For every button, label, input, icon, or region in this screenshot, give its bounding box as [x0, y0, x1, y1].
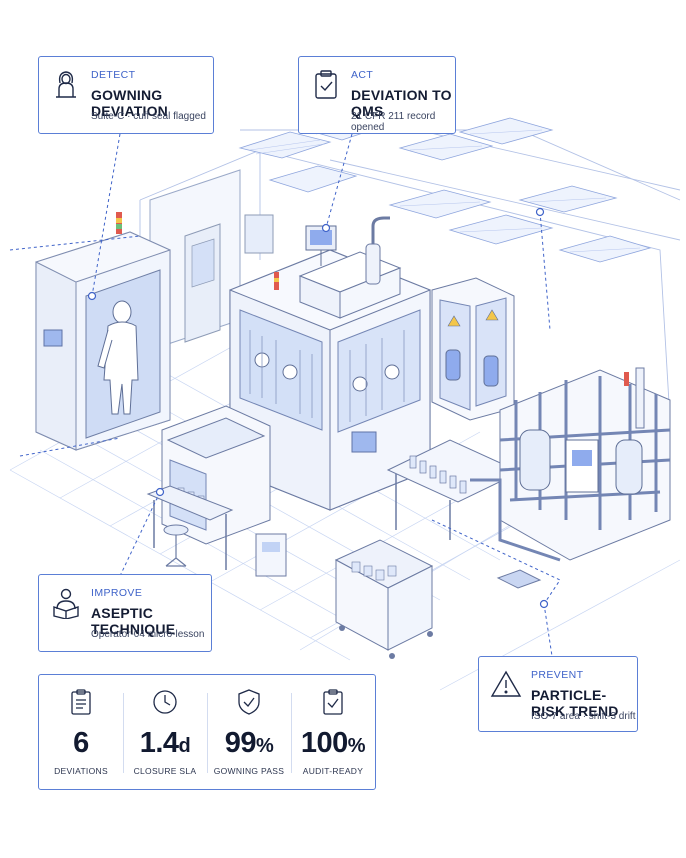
gowning-airlock	[35, 212, 171, 451]
kpi-closure-sla: 1.4d CLOSURE SLA	[123, 675, 207, 791]
kpi-closure-sla-value: 1.4	[139, 727, 179, 759]
improve-title: ASEPTIC TECHNIQUE	[91, 605, 176, 637]
kpi-closure-sla-unit: d	[178, 735, 191, 757]
operator-hood-icon	[56, 71, 76, 98]
act-subtitle: 21 CFR 211 record opened	[351, 111, 436, 133]
kpi-gowning-pass-unit: %	[255, 735, 274, 757]
kpi-divider	[123, 693, 124, 773]
callout-prevent: PREVENT PARTICLE-RISK TREND ISO-7 area ·…	[478, 656, 638, 732]
clipboard-check-icon	[323, 689, 343, 715]
kpi-audit-ready: 100% AUDIT-READY	[291, 675, 375, 791]
callout-improve: IMPROVE ASEPTIC TECHNIQUE Operator-04 mi…	[38, 574, 212, 652]
prevent-title: PARTICLE-RISK TREND	[531, 687, 619, 719]
kpi-deviations: 6 DEVIATIONS	[39, 675, 123, 791]
prevent-subtitle: ISO-7 area · shift-3 drift	[531, 711, 636, 722]
laminar-flow-hood	[146, 405, 287, 577]
clock-icon	[153, 690, 177, 714]
connector-nodes	[87, 207, 549, 609]
gowned-operator	[97, 300, 139, 415]
shield-check-icon	[238, 689, 260, 715]
detect-subtitle: Suite-C · cuff seal flagged	[91, 111, 206, 122]
document-list-icon	[71, 689, 91, 715]
floor-grate	[496, 569, 542, 589]
material-cart	[334, 539, 434, 659]
callout-connectors	[9, 133, 561, 657]
kpi-audit-ready-unit: %	[347, 735, 366, 757]
act-stage: ACT	[351, 69, 374, 81]
prevent-stage: PREVENT	[531, 669, 584, 681]
kpi-audit-ready-label: AUDIT-READY	[302, 766, 364, 776]
storage-cabinet	[431, 277, 515, 421]
detect-stage: DETECT	[91, 69, 136, 81]
kpi-gowning-pass-label: GOWNING PASS	[213, 766, 285, 776]
kpi-gowning-pass: 99% GOWNING PASS	[207, 675, 291, 791]
kpi-gowning-pass-value: 99	[224, 727, 257, 759]
callout-detect: DETECT GOWNING DEVIATION Suite-C · cuff …	[38, 56, 214, 134]
act-title: DEVIATION TO QMS	[351, 87, 452, 119]
clipboard-check-icon	[315, 70, 337, 99]
detect-title: GOWNING DEVIATION	[91, 87, 168, 119]
warning-triangle-icon	[490, 670, 522, 697]
reading-person-icon	[53, 588, 79, 619]
kpi-divider	[291, 693, 292, 773]
kpi-closure-sla-label: CLOSURE SLA	[133, 766, 197, 776]
callout-act: ACT DEVIATION TO QMS 21 CFR 211 record o…	[298, 56, 456, 134]
process-skid	[470, 367, 671, 562]
improve-subtitle: Operator-04 micro-lesson	[91, 629, 205, 640]
qms-terminal	[305, 225, 337, 266]
kpi-audit-ready-value: 100	[300, 727, 348, 759]
kpi-panel: 6 DEVIATIONS 1.4d CLOSURE SLA 99% GOWNIN…	[38, 674, 376, 790]
kpi-divider	[207, 693, 208, 773]
kpi-deviations-label: DEVIATIONS	[54, 766, 108, 776]
improve-stage: IMPROVE	[91, 587, 143, 599]
kpi-deviations-value: 6	[73, 727, 89, 759]
